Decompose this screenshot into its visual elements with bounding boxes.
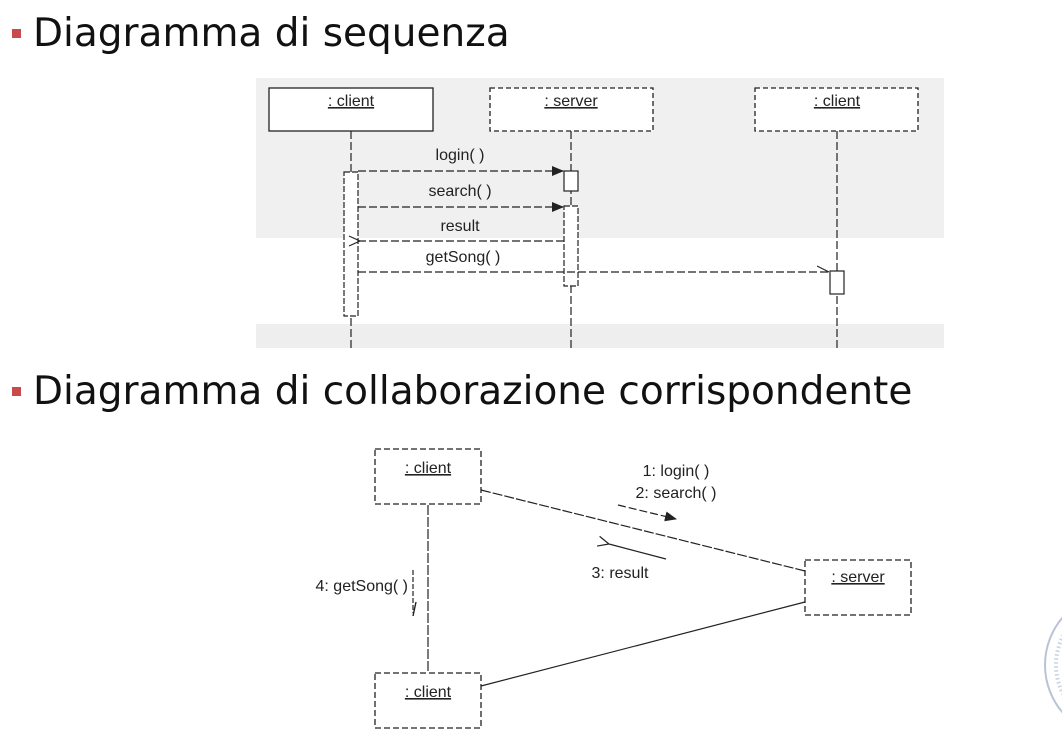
sequence-diagram: : client : server : client login( ) sear… <box>256 78 944 348</box>
object-label-client-2: : client <box>405 684 452 701</box>
link-client-server <box>480 489 806 572</box>
background-band <box>256 238 944 324</box>
bullet-title-sequence: Diagramma di sequenza <box>33 11 510 56</box>
collab-message-search: 2: search( ) <box>636 485 717 502</box>
bullet-item-sequence: Diagramma di sequenza <box>12 14 510 53</box>
university-seal-icon <box>1044 616 1062 714</box>
collab-arrow-result <box>609 544 667 560</box>
lifeline-box-client-2 <box>754 87 919 132</box>
object-label-client: : client <box>405 460 452 477</box>
object-box-server <box>804 559 912 616</box>
bullet-title-collaboration: Diagramma di collaborazione corrisponden… <box>33 369 913 414</box>
object-label-server: : server <box>831 569 885 586</box>
bullet-square-icon <box>12 29 21 38</box>
collab-message-login: 1: login( ) <box>643 463 710 480</box>
collab-message-result: 3: result <box>592 565 649 582</box>
message-label-result: result <box>440 218 480 235</box>
collab-arrow-getsong-head <box>412 601 417 617</box>
collaboration-diagram: : client : server : client 1: login( ) 2… <box>316 448 912 729</box>
lifeline-box-client <box>268 87 434 132</box>
lifeline-label-client-2: : client <box>814 93 861 110</box>
activation-bar-client-2 <box>829 270 845 295</box>
bullet-square-icon <box>12 387 21 396</box>
activation-bar-server-search <box>563 205 579 287</box>
activation-bar-server-login <box>563 170 579 192</box>
object-box-client <box>374 448 482 505</box>
link-client2-server <box>480 601 806 687</box>
lifeline-label-client: : client <box>328 93 375 110</box>
message-label-login: login( ) <box>436 147 485 164</box>
lifeline-label-server: : server <box>544 93 598 110</box>
lifeline-box-server <box>489 87 654 132</box>
activation-bar-client <box>343 171 359 317</box>
collab-arrow-request <box>617 504 677 522</box>
bullet-item-collaboration: Diagramma di collaborazione corrisponden… <box>12 372 912 411</box>
collab-message-getsong: 4: getSong( ) <box>316 578 409 595</box>
message-label-getsong: getSong( ) <box>426 249 501 266</box>
background-band <box>256 324 944 348</box>
message-label-search: search( ) <box>428 183 491 200</box>
object-box-client-2 <box>374 672 482 729</box>
